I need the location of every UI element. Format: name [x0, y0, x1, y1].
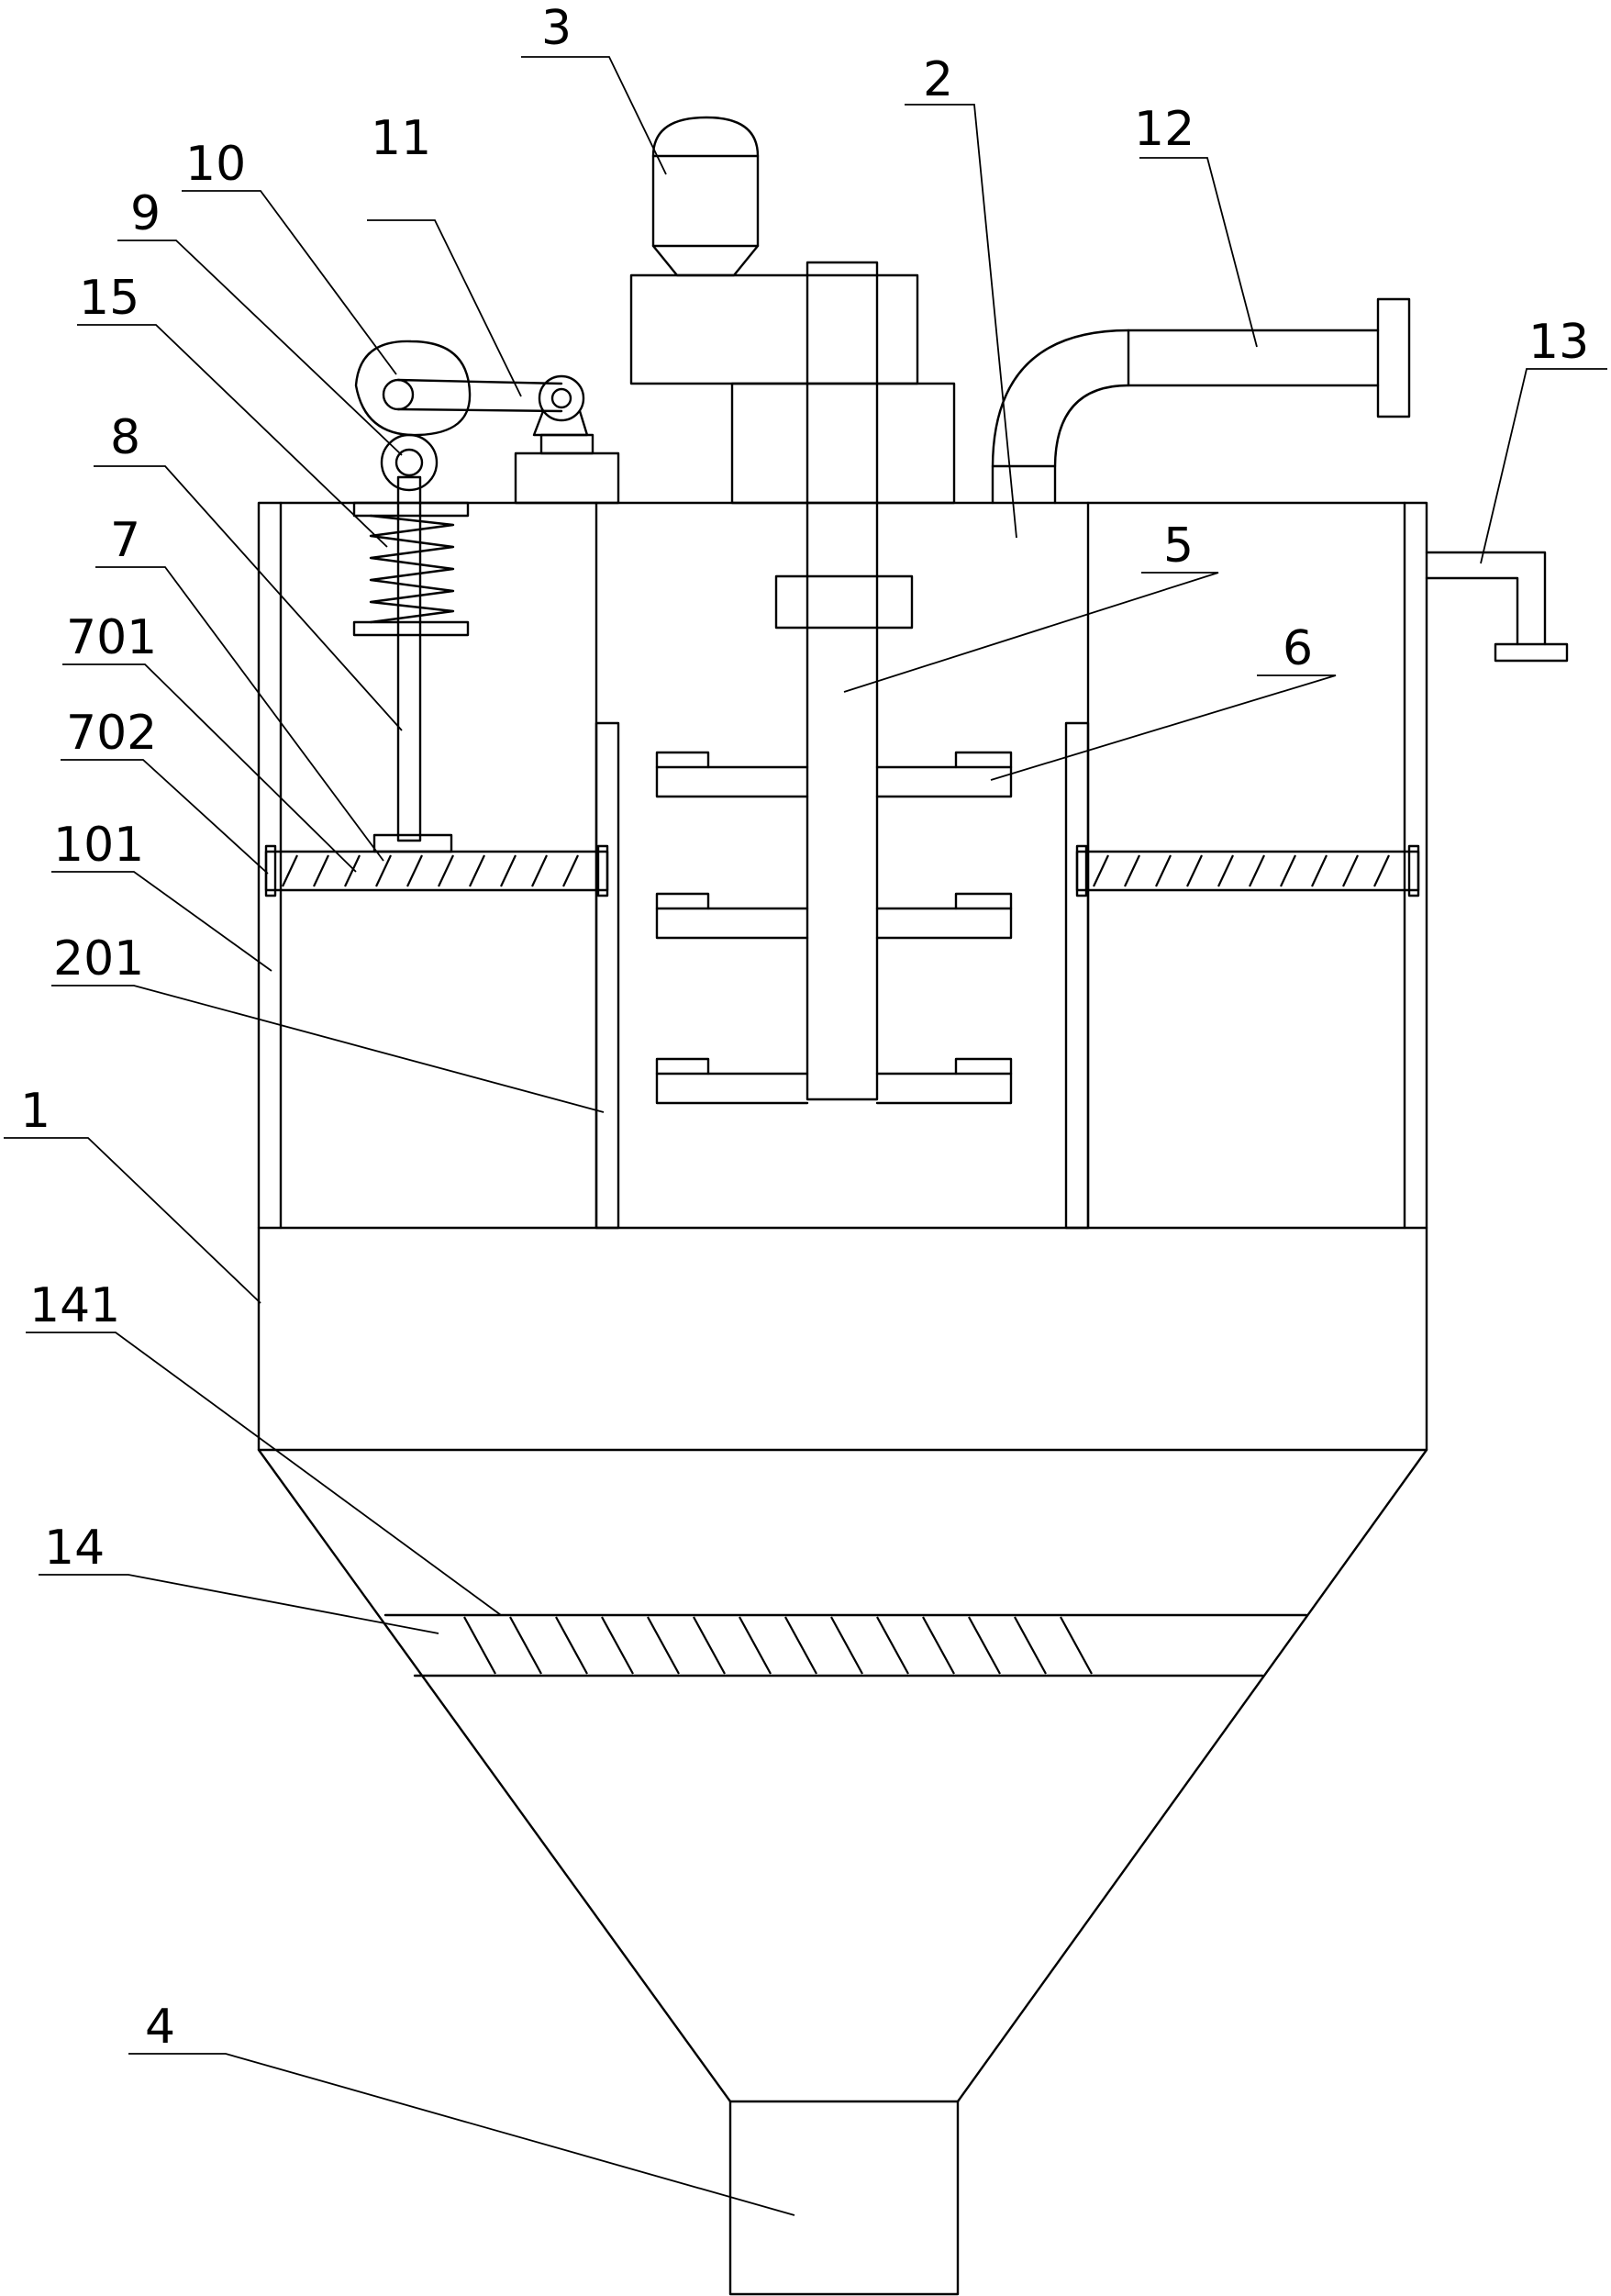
label-5: 5 [1163, 518, 1194, 574]
label-6: 6 [1283, 621, 1313, 676]
hatch-stroke [784, 1616, 817, 1675]
hatch-stroke [1280, 854, 1296, 887]
tank-body [257, 501, 1428, 1452]
discharge-box [728, 2100, 960, 2296]
hatch-stroke [438, 854, 454, 887]
hatch-stroke [562, 854, 579, 887]
label-201: 201 [53, 931, 144, 986]
label-702: 702 [66, 706, 157, 761]
label-3: 3 [541, 1, 572, 56]
label-101: 101 [53, 818, 144, 873]
hatch-stroke [1217, 854, 1234, 887]
hatch-stroke [647, 1616, 680, 1675]
hatch-stroke [469, 854, 485, 887]
label-2: 2 [923, 52, 953, 107]
hatch-stroke [1186, 854, 1203, 887]
label-9: 9 [130, 186, 161, 241]
stirring-paddles [655, 751, 1013, 1105]
label-7: 7 [110, 513, 140, 568]
hatch-stroke [500, 854, 517, 887]
label-13: 13 [1528, 315, 1589, 370]
hatch-stroke [282, 854, 298, 887]
stirring-shaft [774, 261, 914, 1101]
hatch-stroke [1155, 854, 1172, 887]
right-filter-screen [1075, 844, 1420, 897]
hatch-stroke [1342, 854, 1359, 887]
hatch-stroke [876, 1616, 909, 1675]
hopper [257, 1448, 1428, 2103]
hatch-stroke [463, 1616, 496, 1675]
hatch-stroke [830, 1616, 863, 1675]
gear-box [629, 273, 956, 505]
hatch-stroke [1060, 1616, 1093, 1675]
leader-lines [4, 56, 1607, 2216]
hatch-stroke [1373, 854, 1390, 887]
part-labels: 3 2 12 13 11 10 9 15 8 7 701 702 101 201… [20, 1, 1589, 2055]
motor [651, 116, 760, 277]
hatch-stroke [531, 854, 548, 887]
hatch-stroke [968, 1616, 1001, 1675]
hatch-stroke [344, 854, 361, 887]
hatch-stroke [509, 1616, 542, 1675]
hatch-stroke [1124, 854, 1140, 887]
hatch-stroke [1249, 854, 1265, 887]
left-filter-screen [264, 844, 609, 897]
label-1: 1 [20, 1084, 50, 1139]
label-15: 15 [79, 271, 139, 326]
hatch-stroke [406, 854, 423, 887]
hatch-stroke [1311, 854, 1328, 887]
hatch-stroke [739, 1616, 772, 1675]
label-10: 10 [185, 137, 246, 192]
label-701: 701 [66, 610, 157, 665]
hatch-stroke [601, 1616, 634, 1675]
label-11: 11 [371, 111, 431, 166]
hatch-stroke [375, 854, 392, 887]
hatch-stroke [313, 854, 329, 887]
label-14: 14 [44, 1521, 105, 1576]
hatch-stroke [555, 1616, 588, 1675]
vibration-mechanism [352, 340, 620, 853]
label-12: 12 [1134, 102, 1194, 157]
label-8: 8 [110, 410, 140, 465]
hatch-stroke [1014, 1616, 1047, 1675]
label-141: 141 [29, 1278, 120, 1333]
hatch-stroke [922, 1616, 955, 1675]
outlet-pipe [1425, 551, 1569, 663]
mixing-chamber [594, 501, 1090, 1230]
feed-pipe [991, 297, 1411, 505]
hatch-stroke [693, 1616, 726, 1675]
hatch-stroke [1093, 854, 1109, 887]
label-4: 4 [145, 2000, 175, 2055]
